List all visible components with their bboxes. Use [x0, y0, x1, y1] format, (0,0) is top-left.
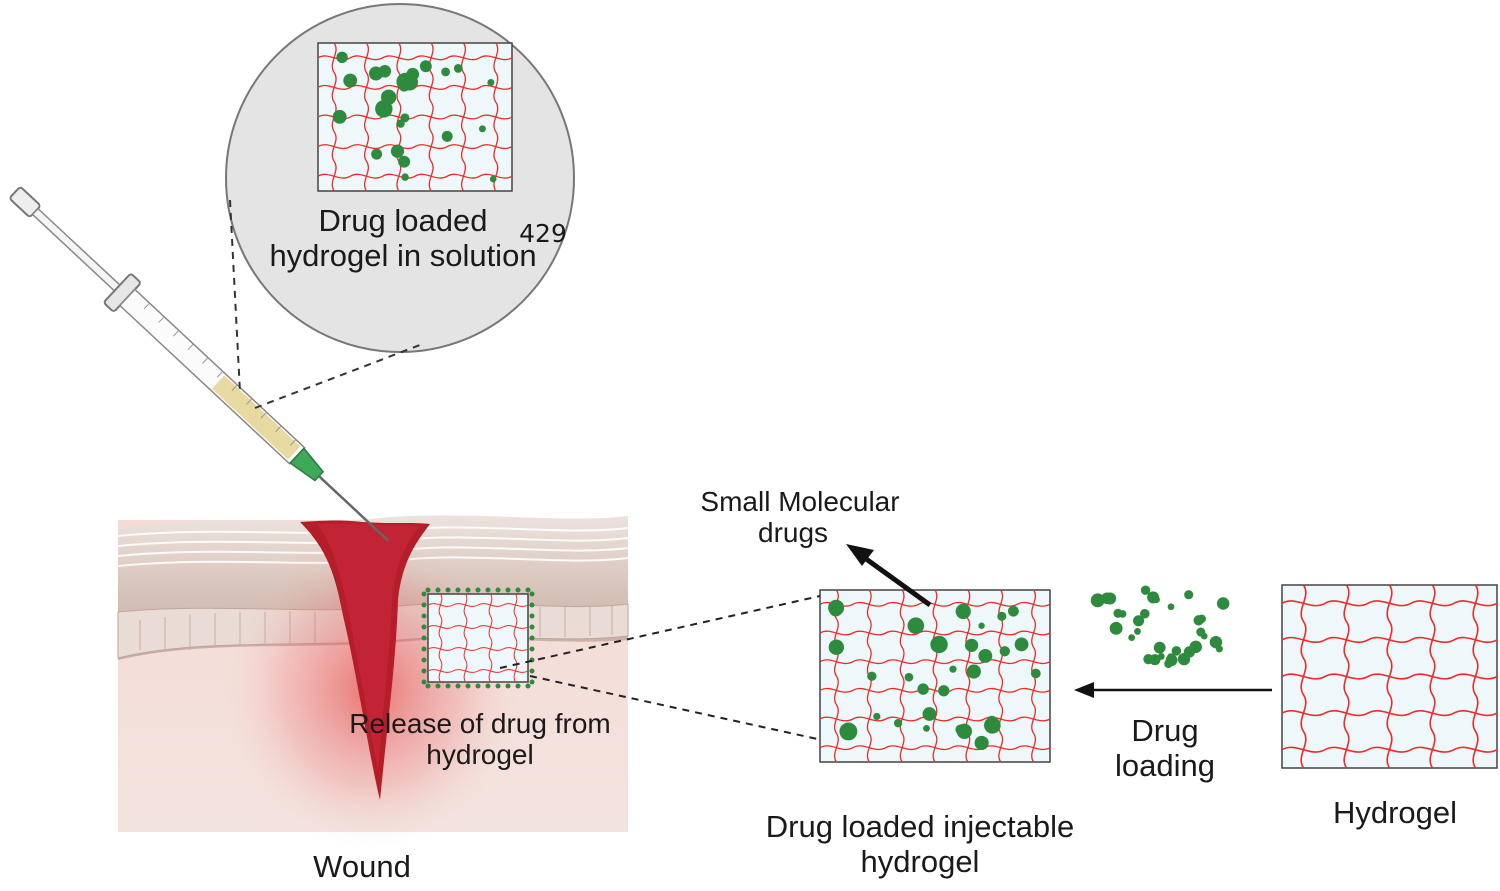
zoom-hydrogel-network: [317, 42, 513, 192]
injectable-hydrogel-network: [819, 589, 1051, 763]
wound-hydrogel-network: [421, 587, 535, 689]
drug-loading-arrow: [1074, 682, 1272, 698]
small-molecular-drugs-label: Small Molecular drugs: [700, 486, 900, 549]
zoom-connector-lines: [499, 595, 823, 741]
drug-particle-cluster: [1090, 585, 1230, 668]
hydrogel-label: Hydrogel: [1332, 795, 1458, 830]
plain-hydrogel-network: [1281, 584, 1498, 769]
injectable-hydrogel-label: Drug loaded injectable hydrogel: [765, 809, 1075, 879]
syringe: [9, 186, 390, 542]
release-arrow: [846, 544, 932, 608]
drug-loading-label: Drug loading: [1115, 713, 1215, 783]
skin-cross-section: [117, 515, 629, 850]
page-number: 429: [519, 219, 567, 248]
wound-label: Wound: [313, 849, 411, 884]
release-label: Release of drug from hydrogel: [349, 708, 611, 771]
zoom-label: Drug loaded hydrogel in solution: [269, 203, 537, 273]
